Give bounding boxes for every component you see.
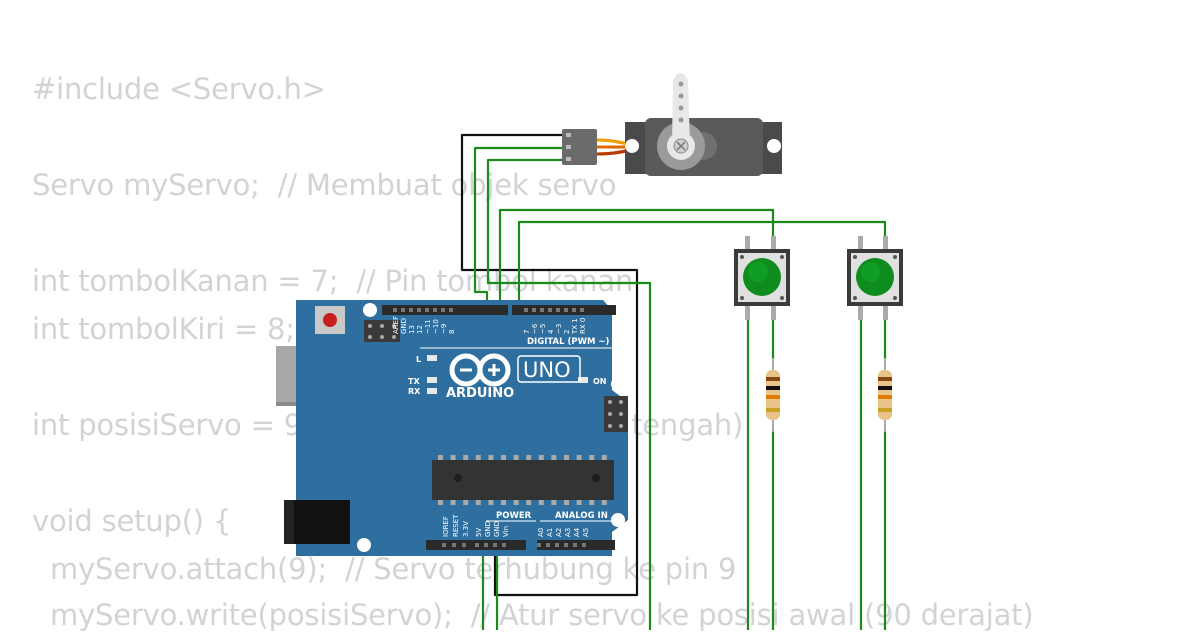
bottom-pin-label: GND — [493, 521, 501, 537]
resistor-right[interactable] — [878, 358, 892, 432]
power-label: POWER — [496, 511, 532, 521]
bottom-pin-label: A2 — [555, 528, 563, 537]
brand-label: ARDUINO — [446, 386, 514, 401]
code-line: int posisiServo = 9 — [32, 408, 302, 442]
top-pin-label: 8 — [448, 330, 456, 334]
analog-label: ANALOG IN — [555, 511, 608, 521]
wire-servo-signal[interactable] — [473, 146, 565, 312]
top-pin-label: AREF — [392, 316, 400, 334]
led-rx-label: RX — [408, 387, 421, 396]
bottom-pin-label: 5V — [475, 528, 483, 537]
led-tx — [427, 377, 437, 383]
top-pin-label: 4 — [547, 329, 555, 334]
pushbutton-right[interactable] — [847, 236, 903, 320]
code-line: Servo myServo; // Membuat objek servo — [32, 168, 617, 202]
bottom-pin-label: Vin — [502, 526, 510, 537]
code-line: #include <Servo.h> — [32, 72, 326, 106]
servo-motor[interactable] — [562, 73, 782, 176]
code-line: myServo.write(posisiServo); // Atur serv… — [32, 598, 1034, 632]
top-pin-label: 7 — [523, 330, 531, 334]
top-pin-label: ~5 — [539, 324, 547, 334]
microcontroller-chip — [432, 455, 614, 505]
top-pin-label: ~11 — [424, 319, 432, 334]
led-l — [427, 355, 437, 361]
icsp-header-right — [604, 396, 628, 432]
led-on-label: ON — [593, 377, 607, 386]
bottom-pin-label: A4 — [573, 527, 581, 537]
bottom-pin-label: A0 — [537, 528, 545, 537]
bottom-pin-label: A5 — [582, 528, 590, 537]
digital-label: DIGITAL (PWM ~) — [527, 337, 609, 347]
arduino-logo — [449, 353, 511, 387]
top-pin-label: TX 1 — [571, 318, 579, 335]
led-l-label: L — [416, 355, 421, 364]
code-line: myServo.attach(9); // Servo terhubung ke… — [32, 552, 737, 586]
model-label: UNO — [523, 358, 571, 382]
top-pin-label: ~6 — [531, 323, 539, 334]
top-pin-label: 12 — [416, 325, 424, 334]
bottom-pin-label: A3 — [564, 528, 572, 537]
top-pin-label: RX 0 — [579, 318, 587, 334]
icsp-header — [364, 320, 400, 342]
led-rx — [427, 388, 437, 394]
led-on — [578, 377, 588, 383]
top-pin-label: ~9 — [440, 324, 448, 334]
top-pin-label: ~3 — [555, 324, 563, 334]
wire-gnd-black[interactable] — [460, 133, 639, 597]
bottom-pin-label: GND — [484, 521, 492, 537]
top-pin-label: ~10 — [432, 319, 440, 334]
resistor-left[interactable] — [766, 358, 780, 432]
servo-connector — [562, 129, 597, 165]
pushbutton-left[interactable] — [734, 236, 790, 320]
wire-servo-power[interactable] — [486, 158, 652, 630]
code-line: int tombolKiri = 8; — [32, 312, 295, 346]
bottom-pin-label: A1 — [546, 528, 554, 537]
wire-pin7-button-right[interactable] — [517, 220, 887, 312]
bottom-pin-label: RESET — [452, 514, 460, 537]
top-pin-label: GND — [400, 318, 408, 334]
led-tx-label: TX — [408, 377, 420, 386]
code-line: void setup() { — [32, 504, 232, 538]
wires — [460, 133, 887, 630]
power-jack — [284, 500, 350, 544]
wire-pin8-button-left[interactable] — [498, 208, 775, 312]
top-pin-label: 13 — [408, 325, 416, 334]
bottom-pin-label: 3.3V — [462, 521, 470, 537]
code-line: (tengah) — [620, 408, 744, 442]
bottom-pin-label: IOREF — [442, 516, 450, 537]
top-pin-label: 2 — [563, 330, 571, 334]
